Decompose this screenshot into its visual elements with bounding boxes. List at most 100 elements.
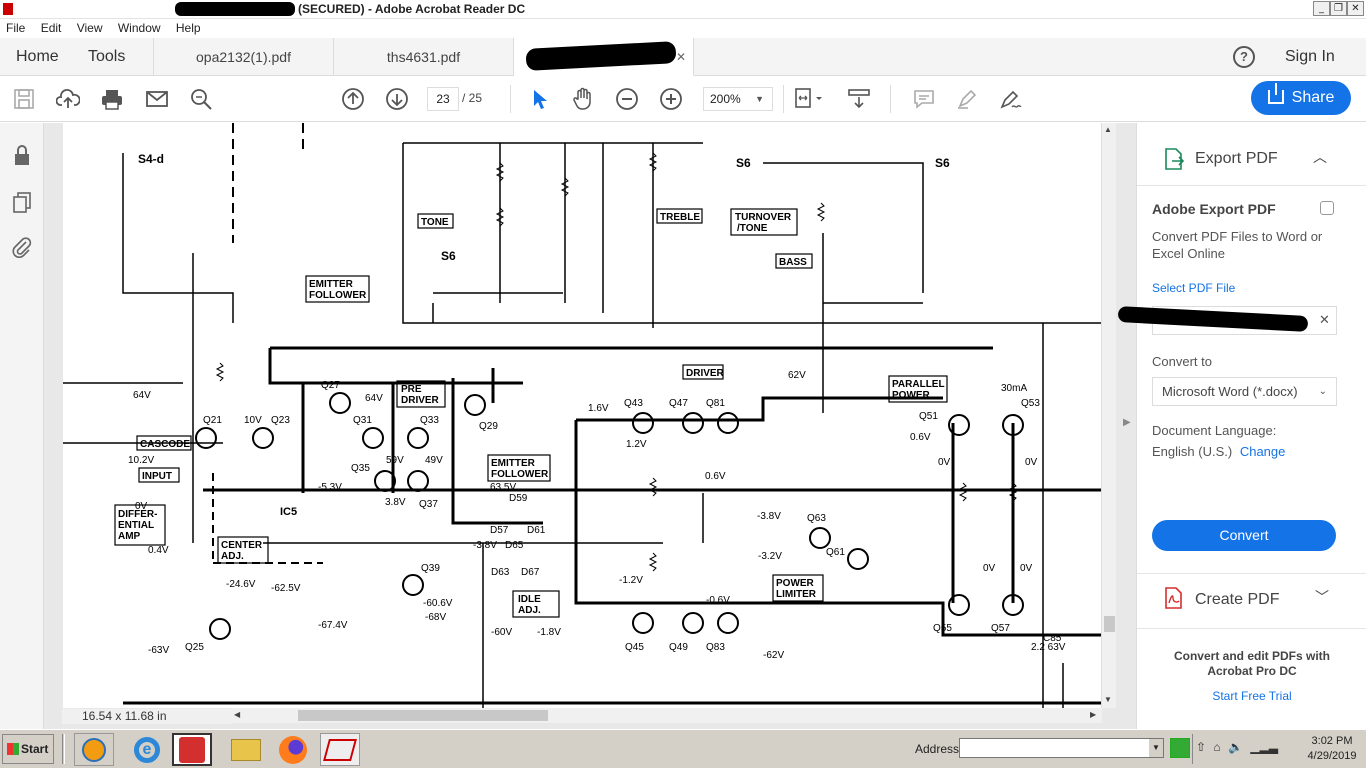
svg-text:Q47: Q47 <box>669 398 688 409</box>
page-number-input[interactable]: 23 <box>427 87 459 111</box>
zoom-level-select[interactable]: 200% ▼ <box>703 87 773 111</box>
menu-window[interactable]: Window <box>117 21 161 35</box>
pages-icon[interactable] <box>10 190 34 214</box>
collapse-right-pane-icon[interactable]: ▶ <box>1123 417 1131 428</box>
upload-cloud-icon[interactable] <box>56 87 80 111</box>
scroll-mode-icon[interactable] <box>847 87 871 111</box>
change-language-link[interactable]: Change <box>1239 444 1286 459</box>
fit-page-icon[interactable] <box>792 87 826 111</box>
sign-in-link[interactable]: Sign In <box>1285 48 1335 65</box>
select-pdf-file-link[interactable]: Select PDF File <box>1152 281 1236 295</box>
start-free-trial-link[interactable]: Start Free Trial <box>1212 689 1292 703</box>
document-view[interactable]: TONE TREBLE TURNOVER /TONE BASS EMITTER … <box>44 123 1136 729</box>
start-button[interactable]: Start <box>2 734 54 764</box>
convert-button[interactable]: Convert <box>1152 520 1336 551</box>
convert-format-select[interactable]: Microsoft Word (*.docx) ⌄ <box>1152 377 1337 406</box>
vertical-scrollbar[interactable]: ▲ ▼ <box>1101 123 1116 708</box>
svg-text:1.2V: 1.2V <box>626 439 647 450</box>
go-button[interactable] <box>1170 738 1190 758</box>
file-explorer-taskbar-icon[interactable] <box>226 733 266 766</box>
lock-icon[interactable] <box>10 143 34 167</box>
svg-text:Q23: Q23 <box>271 415 290 426</box>
search-icon[interactable] <box>189 87 213 111</box>
right-tools-pane: Export PDF ︿ Adobe Export PDF Convert PD… <box>1117 123 1366 729</box>
promo-text: Convert and edit PDFs with Acrobat Pro D… <box>1173 649 1330 678</box>
tab-home[interactable]: Home <box>16 48 59 65</box>
acrobat-taskbar-icon[interactable] <box>172 733 212 766</box>
minimize-button[interactable]: _ <box>1313 1 1330 16</box>
zoom-out-icon[interactable] <box>615 87 639 111</box>
previous-page-icon[interactable] <box>341 87 365 111</box>
help-icon[interactable]: ? <box>1233 46 1255 68</box>
volume-icon[interactable]: 🔈 <box>1228 740 1243 754</box>
svg-text:-62V: -62V <box>763 650 784 661</box>
svg-text:D65: D65 <box>505 540 524 551</box>
media-player-taskbar-icon[interactable] <box>74 733 114 766</box>
label-center: CENTER <box>221 540 263 551</box>
sign-icon[interactable] <box>999 87 1023 111</box>
tray-arrow-icon[interactable]: ⇧ <box>1196 740 1207 754</box>
email-icon[interactable] <box>145 87 169 111</box>
tab-document-opa2132[interactable]: opa2132(1).pdf <box>154 38 334 76</box>
chevron-down-icon[interactable]: ﹀ <box>1315 589 1329 605</box>
tab-document-active[interactable]: ✕ <box>514 38 694 76</box>
page-size-label: 16.54 x 11.68 in <box>62 709 232 724</box>
close-button[interactable]: ✕ <box>1347 1 1364 16</box>
label-power-lim: POWER <box>776 578 815 589</box>
tab-document-ths4631[interactable]: ths4631.pdf <box>334 38 514 76</box>
svg-text:1.6V: 1.6V <box>588 403 609 414</box>
svg-text:-67.4V: -67.4V <box>318 620 348 631</box>
acrobat-logo-icon <box>3 3 13 15</box>
share-button[interactable]: Share <box>1251 81 1351 115</box>
internet-explorer-taskbar-icon[interactable]: e <box>127 733 167 766</box>
scroll-up-icon[interactable]: ▲ <box>1104 125 1112 134</box>
selected-file-field[interactable]: ✕ <box>1117 306 1337 335</box>
hand-tool-icon[interactable] <box>571 87 595 111</box>
highlight-icon[interactable] <box>955 87 979 111</box>
export-pdf-header[interactable]: Export PDF <box>1195 150 1278 167</box>
label-bass: BASS <box>779 257 807 268</box>
horizontal-scroll-thumb[interactable] <box>298 710 548 721</box>
restore-button[interactable]: ❐ <box>1330 1 1347 16</box>
scroll-down-icon[interactable]: ▼ <box>1104 695 1112 704</box>
address-input[interactable]: ▼ <box>959 738 1164 758</box>
redacted-filename <box>175 2 295 16</box>
chevron-up-icon[interactable]: ︿ <box>1313 149 1327 165</box>
menu-view[interactable]: View <box>76 21 103 35</box>
scroll-left-icon[interactable]: ◀ <box>234 710 241 719</box>
firefox-taskbar-icon[interactable] <box>273 733 313 766</box>
print-icon[interactable] <box>100 87 124 111</box>
network-icon[interactable]: ⌂ <box>1213 740 1221 754</box>
signal-icon[interactable]: ▁▂▃ <box>1250 740 1278 754</box>
label-emitter: EMITTER <box>309 279 354 290</box>
scroll-right-icon[interactable]: ▶ <box>1090 710 1097 719</box>
create-pdf-header[interactable]: Create PDF <box>1195 591 1280 608</box>
label-input: INPUT <box>142 471 172 482</box>
save-icon[interactable] <box>12 87 36 111</box>
clear-file-icon[interactable]: ✕ <box>1319 312 1330 327</box>
svg-text:Q51: Q51 <box>919 411 938 422</box>
attachment-icon[interactable] <box>10 235 34 259</box>
tab-tools[interactable]: Tools <box>88 48 126 65</box>
chevron-down-icon[interactable]: ▼ <box>1149 739 1163 757</box>
horizontal-scrollbar[interactable]: ◀ ▶ <box>232 708 1102 723</box>
menu-help[interactable]: Help <box>175 21 201 35</box>
svg-text:-0.6V: -0.6V <box>706 595 730 606</box>
comment-icon[interactable] <box>912 87 936 111</box>
system-clock[interactable]: 3:02 PM 4/29/2019 <box>1302 734 1362 764</box>
app-taskbar-icon[interactable] <box>320 733 360 766</box>
settings-copy-icon[interactable] <box>1320 201 1334 215</box>
svg-text:D57: D57 <box>490 525 509 536</box>
svg-text:Q37: Q37 <box>419 499 438 510</box>
select-cursor-icon[interactable] <box>528 87 552 111</box>
menu-file[interactable]: File <box>6 21 26 35</box>
chevron-down-icon: ⌄ <box>1318 386 1327 397</box>
svg-text:-1.8V: -1.8V <box>537 627 561 638</box>
zoom-in-icon[interactable] <box>659 87 683 111</box>
label-tone: TONE <box>421 217 449 228</box>
label-s6-c: S6 <box>441 249 456 263</box>
vertical-scroll-thumb[interactable] <box>1104 616 1115 632</box>
tab-close-icon[interactable]: ✕ <box>676 50 687 64</box>
menu-edit[interactable]: Edit <box>40 21 62 35</box>
next-page-icon[interactable] <box>385 87 409 111</box>
